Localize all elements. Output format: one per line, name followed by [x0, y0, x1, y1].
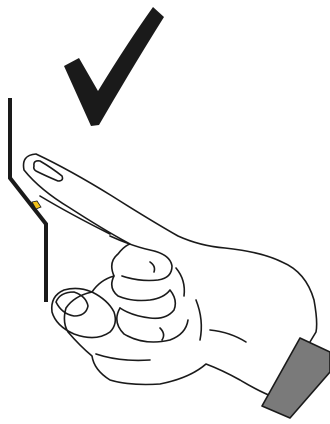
check-mark-icon [64, 7, 164, 126]
hand-pointing-icon [24, 154, 317, 398]
device-edge-outline [10, 98, 46, 302]
hand-outline [24, 154, 317, 398]
